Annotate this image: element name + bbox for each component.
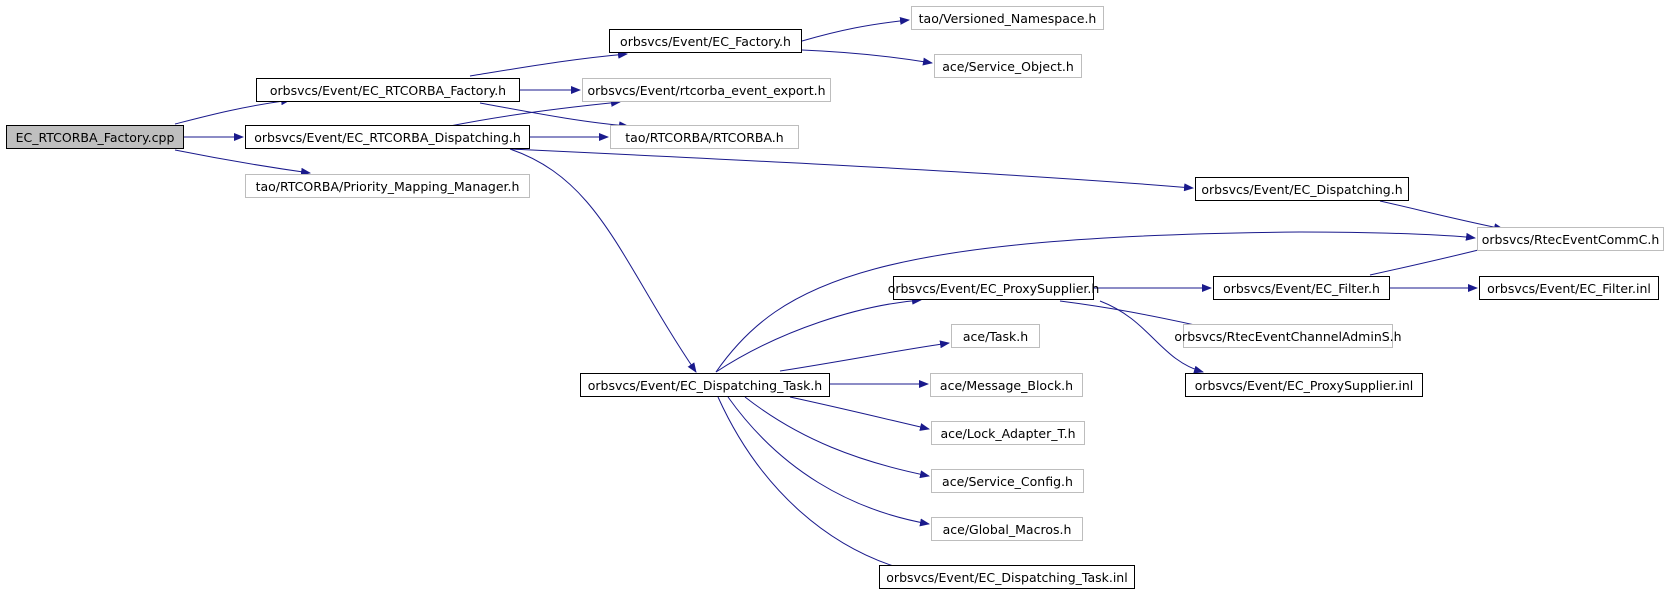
node-prio[interactable]: tao/RTCORBA/Priority_Mapping_Manager.h (245, 174, 530, 198)
node-rtcorba[interactable]: tao/RTCORBA/RTCORBA.h (610, 125, 799, 149)
edge-ecps-to-ecpsinl (1099, 300, 1204, 374)
node-ecpsinl[interactable]: orbsvcs/Event/EC_ProxySupplier.inl (1185, 373, 1423, 397)
node-ecf[interactable]: orbsvcs/Event/EC_Factory.h (609, 29, 802, 53)
node-root[interactable]: EC_RTCORBA_Factory.cpp (6, 125, 184, 149)
edge-root-to-prio (174, 149, 311, 176)
edge-ecrtd-to-ecd (509, 148, 1194, 192)
edge-ecd-to-rtecc (1379, 200, 1504, 232)
node-glob[interactable]: ace/Global_Macros.h (931, 517, 1083, 541)
node-ecrtd[interactable]: orbsvcs/Event/EC_RTCORBA_Dispatching.h (245, 125, 530, 149)
node-task[interactable]: ace/Task.h (951, 324, 1040, 348)
node-ecrtf[interactable]: orbsvcs/Event/EC_RTCORBA_Factory.h (256, 78, 520, 102)
edge-ecrtf-to-ecf (469, 50, 628, 77)
node-rtecadm[interactable]: orbsvcs/RtecEventChannelAdminS.h (1174, 324, 1402, 348)
edge-ecdt-to-task (779, 340, 950, 372)
node-ecdtinl[interactable]: orbsvcs/Event/EC_Dispatching_Task.inl (879, 565, 1135, 589)
edge-ecdt-to-svccfg (744, 396, 930, 479)
node-ecd[interactable]: orbsvcs/Event/EC_Dispatching.h (1195, 177, 1409, 201)
edge-ecf-to-vns (801, 16, 910, 42)
edge-ecdt-to-glob (727, 396, 930, 527)
edge-ecrtd-to-rtexp (449, 98, 621, 127)
edge-ecrtd-to-ecdt (509, 148, 697, 373)
edge-ecdt-to-ecdtinl (717, 396, 911, 573)
edge-ecrtf-to-rtcorba (479, 102, 629, 130)
node-ecps[interactable]: orbsvcs/Event/EC_ProxySupplier.h (888, 276, 1099, 300)
node-lockad[interactable]: ace/Lock_Adapter_T.h (931, 421, 1085, 445)
node-rtexp[interactable]: orbsvcs/Event/rtcorba_event_export.h (582, 78, 831, 102)
node-ecdt[interactable]: orbsvcs/Event/EC_Dispatching_Task.h (580, 373, 830, 397)
edge-root-to-ecrtf (174, 97, 291, 125)
node-ecfil[interactable]: orbsvcs/Event/EC_Filter.h (1213, 276, 1390, 300)
node-rtecc[interactable]: orbsvcs/RtecEventCommC.h (1477, 227, 1664, 251)
node-msgblk[interactable]: ace/Message_Block.h (930, 373, 1083, 397)
edge-ecdt-to-rtecc (715, 231, 1476, 373)
edge-ecdt-to-ecps (715, 296, 922, 373)
node-vns[interactable]: tao/Versioned_Namespace.h (911, 6, 1104, 30)
edge-ecf-to-so (801, 49, 933, 66)
node-so[interactable]: ace/Service_Object.h (934, 54, 1082, 78)
node-ecfilinl[interactable]: orbsvcs/Event/EC_Filter.inl (1479, 276, 1659, 300)
edge-ecdt-to-lockad (789, 396, 930, 431)
node-svccfg[interactable]: ace/Service_Config.h (931, 469, 1084, 493)
